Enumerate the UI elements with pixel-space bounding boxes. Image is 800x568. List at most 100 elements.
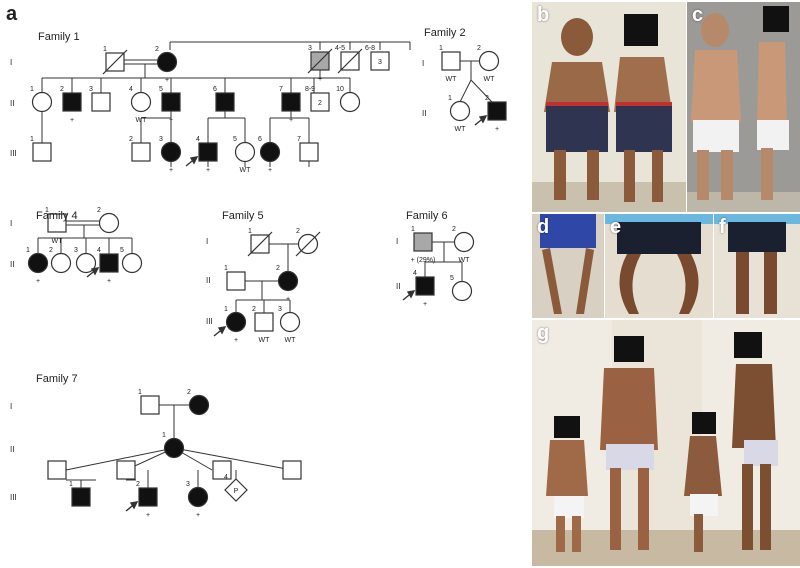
genotype-annotation: + (268, 167, 272, 174)
pedigree-individual (213, 311, 247, 337)
family-6-title: Family 6 (406, 210, 448, 222)
pedigree-individual (98, 212, 120, 234)
panel-letter-f: f (719, 216, 726, 238)
generation-label: II (396, 282, 400, 291)
pedigree-individual (307, 48, 333, 74)
pedigree-individual (402, 276, 435, 301)
generation-label: I (10, 402, 12, 411)
pedigree-individual (131, 142, 151, 162)
individual-number: 3 (308, 45, 312, 52)
pedigree-individual (86, 253, 119, 278)
generation-label: II (10, 99, 14, 108)
genotype-annotation: + (318, 76, 322, 83)
genotype-annotation: + (234, 337, 238, 344)
pedigree-individual (75, 252, 97, 274)
pedigree-individual (71, 487, 91, 507)
genotype-annotation: WT (484, 76, 496, 83)
genotype-annotation: + (206, 167, 210, 174)
individual-number: 2 (49, 247, 53, 254)
generation-label: I (10, 219, 12, 228)
individual-number: 1 (26, 247, 30, 254)
pedigree-individual (212, 460, 232, 480)
individual-number: 3 (159, 136, 163, 143)
sibship-count: 2 (318, 100, 322, 107)
pedigree-individual (47, 213, 67, 233)
pedigree-individual (279, 311, 301, 333)
individual-number: 6 (258, 136, 262, 143)
pedigree-individual (259, 141, 281, 163)
pedigree-individual (27, 252, 49, 274)
genotype-annotation: + (70, 117, 74, 124)
individual-number: 2 (296, 228, 300, 235)
panel-letter-b: b (537, 4, 550, 26)
panel-letter-c: c (692, 4, 704, 26)
proband-arrow (474, 115, 488, 126)
pedigree-individual (47, 460, 67, 480)
individual-number: 1 (30, 136, 34, 143)
individual-number: 2 (477, 45, 481, 52)
photo-panel-e: e (605, 214, 713, 318)
pedigree-individual (102, 49, 128, 75)
genotype-annotation: + (36, 278, 40, 285)
pedigree-individual (449, 100, 471, 122)
individual-number: 1 (138, 389, 142, 396)
individual-number: 4 (224, 474, 228, 481)
pedigree-individual (62, 92, 82, 112)
individual-number: 1 (224, 306, 228, 313)
individual-number: 2 (136, 481, 140, 488)
genotype-annotation: WT (259, 337, 271, 344)
panel-letter-e: e (610, 216, 622, 238)
photo-panel-f: f (714, 214, 800, 318)
individual-number: 1 (103, 46, 107, 53)
family-1-title: Family 1 (38, 31, 80, 43)
individual-number: 3 (89, 86, 93, 93)
individual-number: 4 (196, 136, 200, 143)
pedigree-individual (32, 142, 52, 162)
genotype-annotation: + (169, 117, 173, 124)
proband-arrow (185, 156, 199, 167)
individual-number: 2 (452, 226, 456, 233)
pedigree-individual (453, 231, 475, 253)
genotype-annotation: WT (285, 337, 297, 344)
generation-label: I (206, 237, 208, 246)
individual-number: 1 (411, 226, 415, 233)
pedigree-individual (116, 460, 136, 480)
pedigree-individual (299, 142, 319, 162)
panel-letter-d: d (537, 216, 550, 238)
individual-number: 2 (60, 86, 64, 93)
individual-number: 2 (252, 306, 256, 313)
pedigree-individual (161, 92, 181, 112)
individual-number: 2 (155, 46, 159, 53)
individual-number: 3 (278, 306, 282, 313)
pedigree-individual (339, 91, 361, 113)
pedigree-individual (295, 231, 321, 257)
genotype-annotation: + (286, 296, 290, 303)
individual-number: 1 (69, 481, 73, 488)
photo-panel-d: d (532, 214, 604, 318)
genotype-annotation: WT (459, 257, 471, 264)
genotype-annotation: + (169, 167, 173, 174)
genotype-annotation: + (289, 117, 293, 124)
individual-number: 2 (485, 95, 489, 102)
family-5-title: Family 5 (222, 210, 264, 222)
pedigree-individual (234, 141, 256, 163)
pedigree-individual (188, 394, 210, 416)
photo-panel-g: g (532, 320, 800, 566)
genotype-annotation: + (165, 77, 169, 84)
individual-number: 1 (248, 228, 252, 235)
pedigree-individual (441, 51, 461, 71)
individual-number: 10 (336, 86, 344, 93)
family-4-title: Family 4 (36, 210, 78, 222)
generation-label: III (10, 493, 17, 502)
pedigree-individual (451, 280, 473, 302)
pedigree-individual (215, 92, 235, 112)
pedigree-individual (140, 395, 160, 415)
pedigree-individual (50, 252, 72, 274)
genotype-annotation: WT (455, 126, 467, 133)
individual-number: 1 (224, 265, 228, 272)
pedigree-individual (185, 142, 218, 167)
sibship-count: 3 (378, 59, 382, 66)
genotype-annotation: + (495, 126, 499, 133)
pedigree-individual (163, 437, 185, 459)
